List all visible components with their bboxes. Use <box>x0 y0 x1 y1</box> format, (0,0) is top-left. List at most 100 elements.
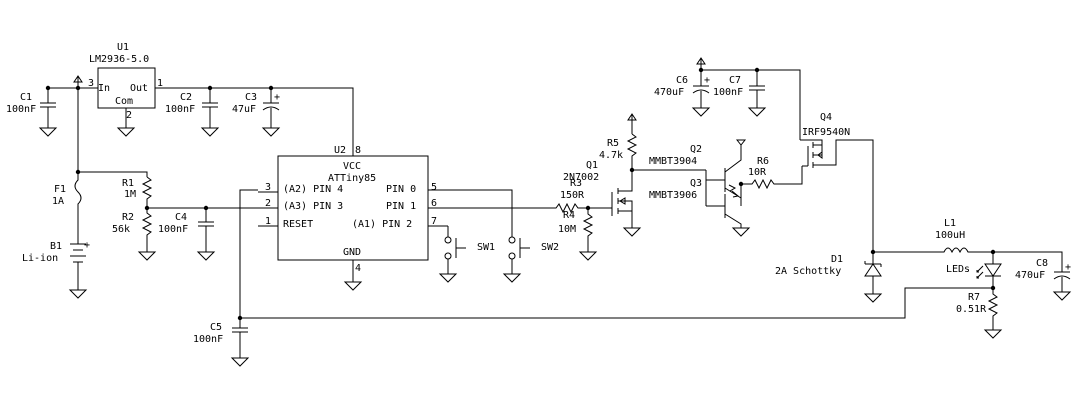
svg-text:C4: C4 <box>175 212 187 223</box>
svg-text:C5: C5 <box>210 322 222 333</box>
capacitor-c6: C6 470uF + <box>654 70 711 117</box>
switch-sw2: SW2 <box>448 189 559 283</box>
u2-left-pin-num: 2 <box>265 198 271 209</box>
svg-text:R6: R6 <box>757 156 769 167</box>
u2-right-pin-label: PIN 0 <box>386 184 416 195</box>
svg-text:4.7k: 4.7k <box>599 150 623 161</box>
svg-text:Q1: Q1 <box>586 160 598 171</box>
power-rail-top <box>696 57 801 140</box>
svg-text:2A Schottky: 2A Schottky <box>775 266 841 277</box>
battery-b1: B1 Li-ion + <box>22 230 90 299</box>
svg-text:R1: R1 <box>122 178 134 189</box>
capacitor-c7: C7 100nF <box>713 70 767 117</box>
u2-part: ATTiny85 <box>328 173 376 184</box>
svg-text:56k: 56k <box>112 224 130 235</box>
capacitor-c8: C8 470uF + <box>1015 258 1072 301</box>
svg-text:100nF: 100nF <box>158 224 188 235</box>
svg-text:IRF9540N: IRF9540N <box>802 127 850 138</box>
u1-in-label: In <box>98 83 110 94</box>
svg-text:R2: R2 <box>122 212 134 223</box>
capacitor-c4: C4 100nF <box>158 208 216 261</box>
svg-text:Li-ion: Li-ion <box>22 253 58 264</box>
svg-text:10M: 10M <box>558 224 576 235</box>
input-rail <box>45 75 98 172</box>
c8-plus: + <box>1065 262 1071 273</box>
capacitor-c2: C2 100nF <box>165 88 220 137</box>
svg-text:C6: C6 <box>676 75 688 86</box>
capacitor-c5: C5 100nF <box>193 189 258 367</box>
u2-right-pin-label: PIN 1 <box>386 201 416 212</box>
u2-left-pin-label: (A3) PIN 3 <box>283 201 343 212</box>
u2-vcc-label: VCC <box>343 161 361 172</box>
u1-out-label: Out <box>130 83 148 94</box>
u2-left-pin-label: (A2) PIN 4 <box>283 184 343 195</box>
led-string: LEDs <box>946 252 1002 288</box>
resistor-r4: R4 10M <box>558 208 598 261</box>
svg-text:C1: C1 <box>20 92 32 103</box>
switch-sw1: SW1 <box>438 226 495 283</box>
svg-text:150R: 150R <box>560 190 585 201</box>
mosfet-q4: Q4 IRF9540N <box>800 112 876 255</box>
svg-text:100nF: 100nF <box>193 334 223 345</box>
svg-text:47uF: 47uF <box>232 104 256 115</box>
u2-right-pin-label: (A1) PIN 2 <box>352 219 412 230</box>
resistor-r6: R6 10R <box>741 156 803 190</box>
u1-com-label: Com <box>115 96 133 107</box>
svg-text:Q4: Q4 <box>820 112 832 123</box>
svg-text:R7: R7 <box>968 292 980 303</box>
svg-text:1A: 1A <box>52 196 64 207</box>
svg-text:Q2: Q2 <box>690 144 702 155</box>
svg-text:10R: 10R <box>748 167 767 178</box>
svg-text:2N7002: 2N7002 <box>563 172 599 183</box>
capacitor-c1: C1 100nF <box>6 88 58 137</box>
svg-text:MMBT3904: MMBT3904 <box>649 156 697 167</box>
u1-ref: U1 <box>117 42 129 53</box>
u1-pin-out: 1 <box>157 78 163 89</box>
c3-plus: + <box>274 92 280 103</box>
svg-text:100uH: 100uH <box>935 230 965 241</box>
u1-part: LM2936-5.0 <box>89 54 149 65</box>
svg-text:MMBT3906: MMBT3906 <box>649 190 697 201</box>
capacitor-c3: C3 47uF + <box>232 88 281 137</box>
svg-text:L1: L1 <box>944 218 956 229</box>
u2-pin-vcc: 8 <box>355 145 361 156</box>
svg-text:470uF: 470uF <box>654 87 684 98</box>
svg-text:R5: R5 <box>607 138 619 149</box>
svg-text:470uF: 470uF <box>1015 270 1045 281</box>
svg-text:F1: F1 <box>54 184 66 195</box>
svg-text:0.51R: 0.51R <box>956 304 987 315</box>
svg-text:100nF: 100nF <box>713 87 743 98</box>
sense-line <box>240 287 993 319</box>
u1-pin-com: 2 <box>126 110 132 121</box>
svg-text:100nF: 100nF <box>165 104 195 115</box>
leds-label: LEDs <box>946 264 970 275</box>
svg-text:R4: R4 <box>563 210 575 221</box>
u2-ref: U2 <box>334 145 346 156</box>
resistor-r7: R7 0.51R <box>956 285 1003 339</box>
svg-text:B1: B1 <box>50 241 62 252</box>
u2-left-pin-num: 3 <box>265 182 271 193</box>
svg-text:C8: C8 <box>1036 258 1048 269</box>
voltage-divider: R1 1M R2 56k <box>78 171 258 261</box>
resistor-r3: R3 150R <box>448 178 612 214</box>
diode-d1: D1 2A Schottky <box>775 252 883 303</box>
svg-text:100nF: 100nF <box>6 104 36 115</box>
svg-text:C2: C2 <box>180 92 192 103</box>
u1-pin-in: 3 <box>88 78 94 89</box>
u2-left-pin-label: RESET <box>283 219 313 230</box>
resistor-r5: R5 4.7k <box>599 113 706 173</box>
u2-right-pin-num: 7 <box>431 216 437 227</box>
svg-text:C3: C3 <box>245 92 257 103</box>
svg-text:SW1: SW1 <box>477 242 495 253</box>
u2-gnd-label: GND <box>343 247 361 258</box>
svg-text:R3: R3 <box>570 178 582 189</box>
svg-text:SW2: SW2 <box>541 242 559 253</box>
fuse-f1: F1 1A <box>52 169 82 230</box>
u2-left-pin-num: 1 <box>265 216 271 227</box>
svg-text:C7: C7 <box>729 75 741 86</box>
svg-text:D1: D1 <box>831 254 843 265</box>
mosfet-q1: Q1 2N7002 <box>563 160 642 237</box>
u2-right-pin-num: 5 <box>431 182 437 193</box>
b1-plus: + <box>84 240 90 251</box>
